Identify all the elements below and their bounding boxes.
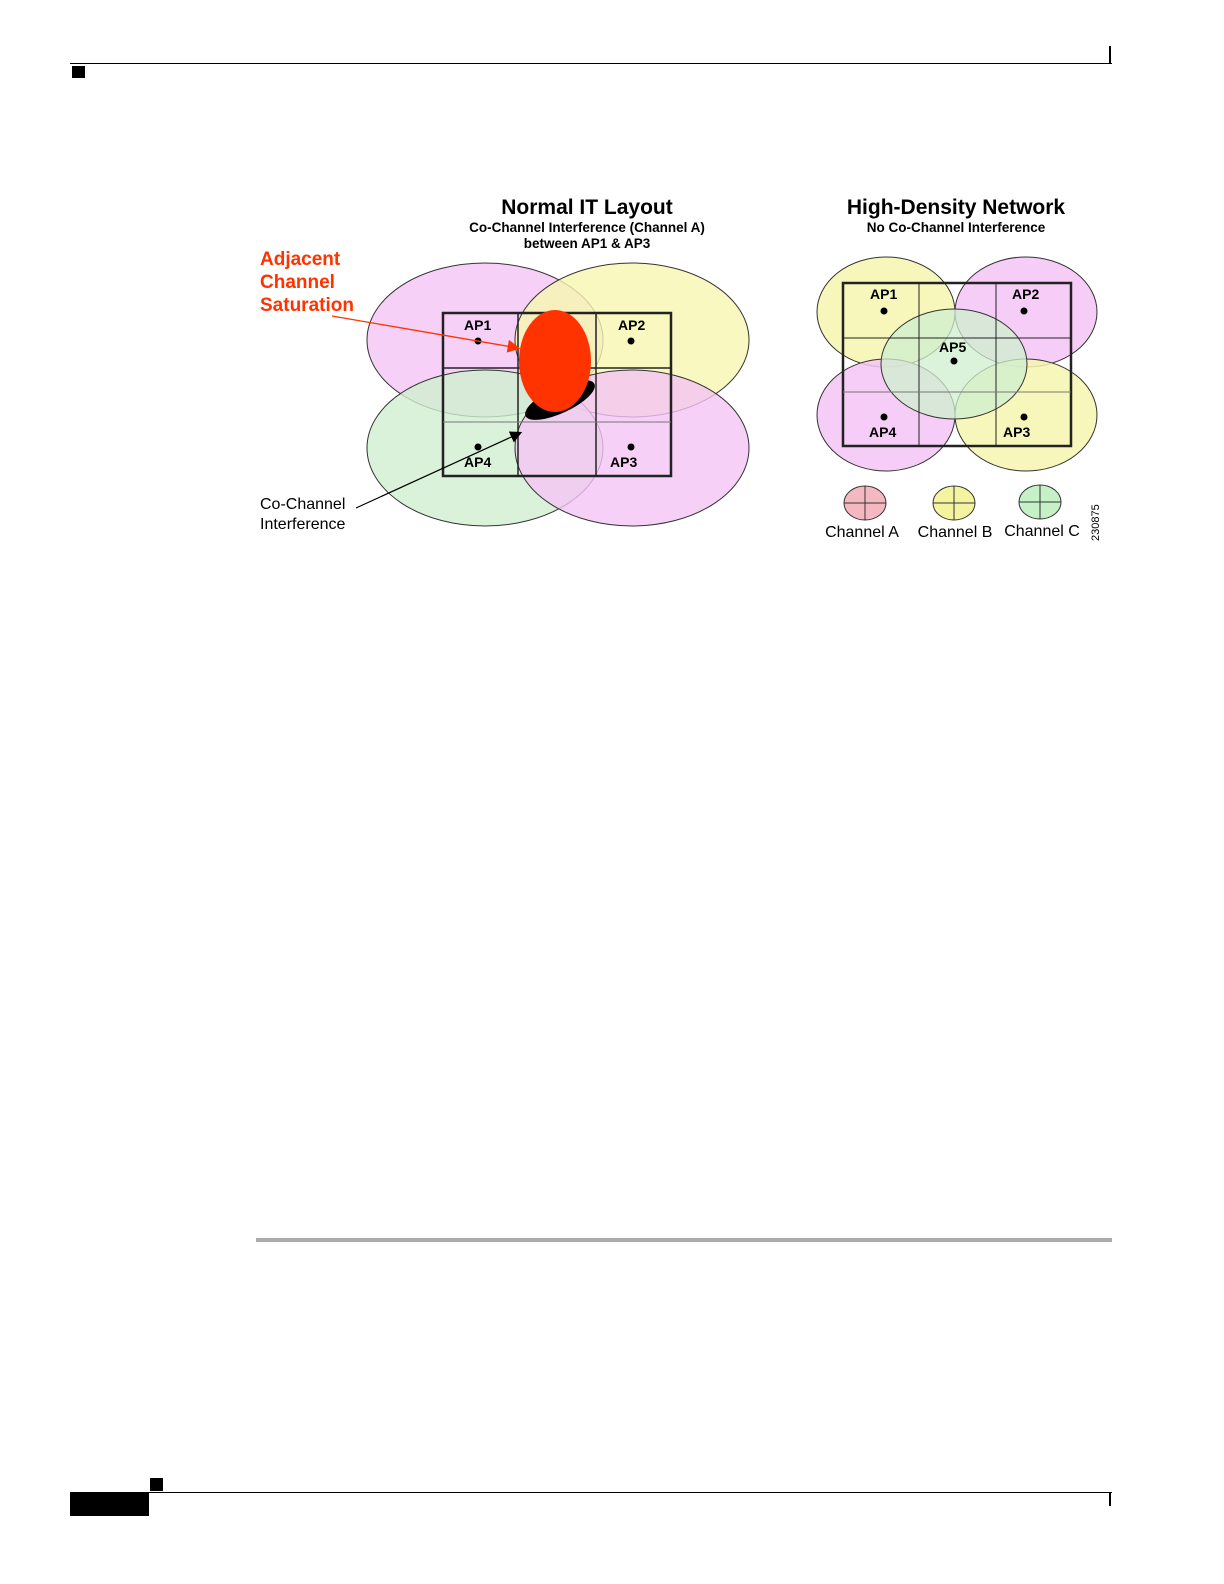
right-diagram: High-Density Network No Co-Channel Inter… <box>817 196 1102 541</box>
left-diagram: Normal IT Layout Co-Channel Interference… <box>260 196 749 533</box>
adjacent-channel-saturation <box>519 310 591 412</box>
callout-adjacent-2: Channel <box>260 272 335 293</box>
left-subtitle-1: Co-Channel Interference (Channel A) <box>469 220 705 235</box>
figure-id: 230875 <box>1090 504 1102 541</box>
callout-adjacent-3: Saturation <box>260 295 354 316</box>
legend-label-b: Channel B <box>918 524 993 541</box>
right-title: High-Density Network <box>847 196 1066 219</box>
right-ap2-label: AP2 <box>1012 286 1039 302</box>
legend-label-a: Channel A <box>825 524 899 541</box>
left-ap3-label: AP3 <box>610 454 637 470</box>
left-ap1-label: AP1 <box>464 317 491 333</box>
callout-cochannel-2: Interference <box>260 516 345 533</box>
legend-channel-c: Channel C <box>1004 485 1080 540</box>
legend-channel-a: Channel A <box>825 486 899 541</box>
right-ap3-label: AP3 <box>1003 424 1030 440</box>
right-subtitle: No Co-Channel Interference <box>867 220 1046 235</box>
left-ap2-label: AP2 <box>618 317 645 333</box>
callout-cochannel-1: Co-Channel <box>260 496 345 513</box>
left-title: Normal IT Layout <box>501 196 673 219</box>
left-subtitle-2: between AP1 & AP3 <box>524 236 651 251</box>
right-ap5-label: AP5 <box>939 339 966 355</box>
legend-label-c: Channel C <box>1004 523 1080 540</box>
legend-channel-b: Channel B <box>918 486 993 541</box>
right-ap4-label: AP4 <box>869 424 896 440</box>
right-ap1-label: AP1 <box>870 286 897 302</box>
callout-adjacent-1: Adjacent <box>260 249 341 270</box>
